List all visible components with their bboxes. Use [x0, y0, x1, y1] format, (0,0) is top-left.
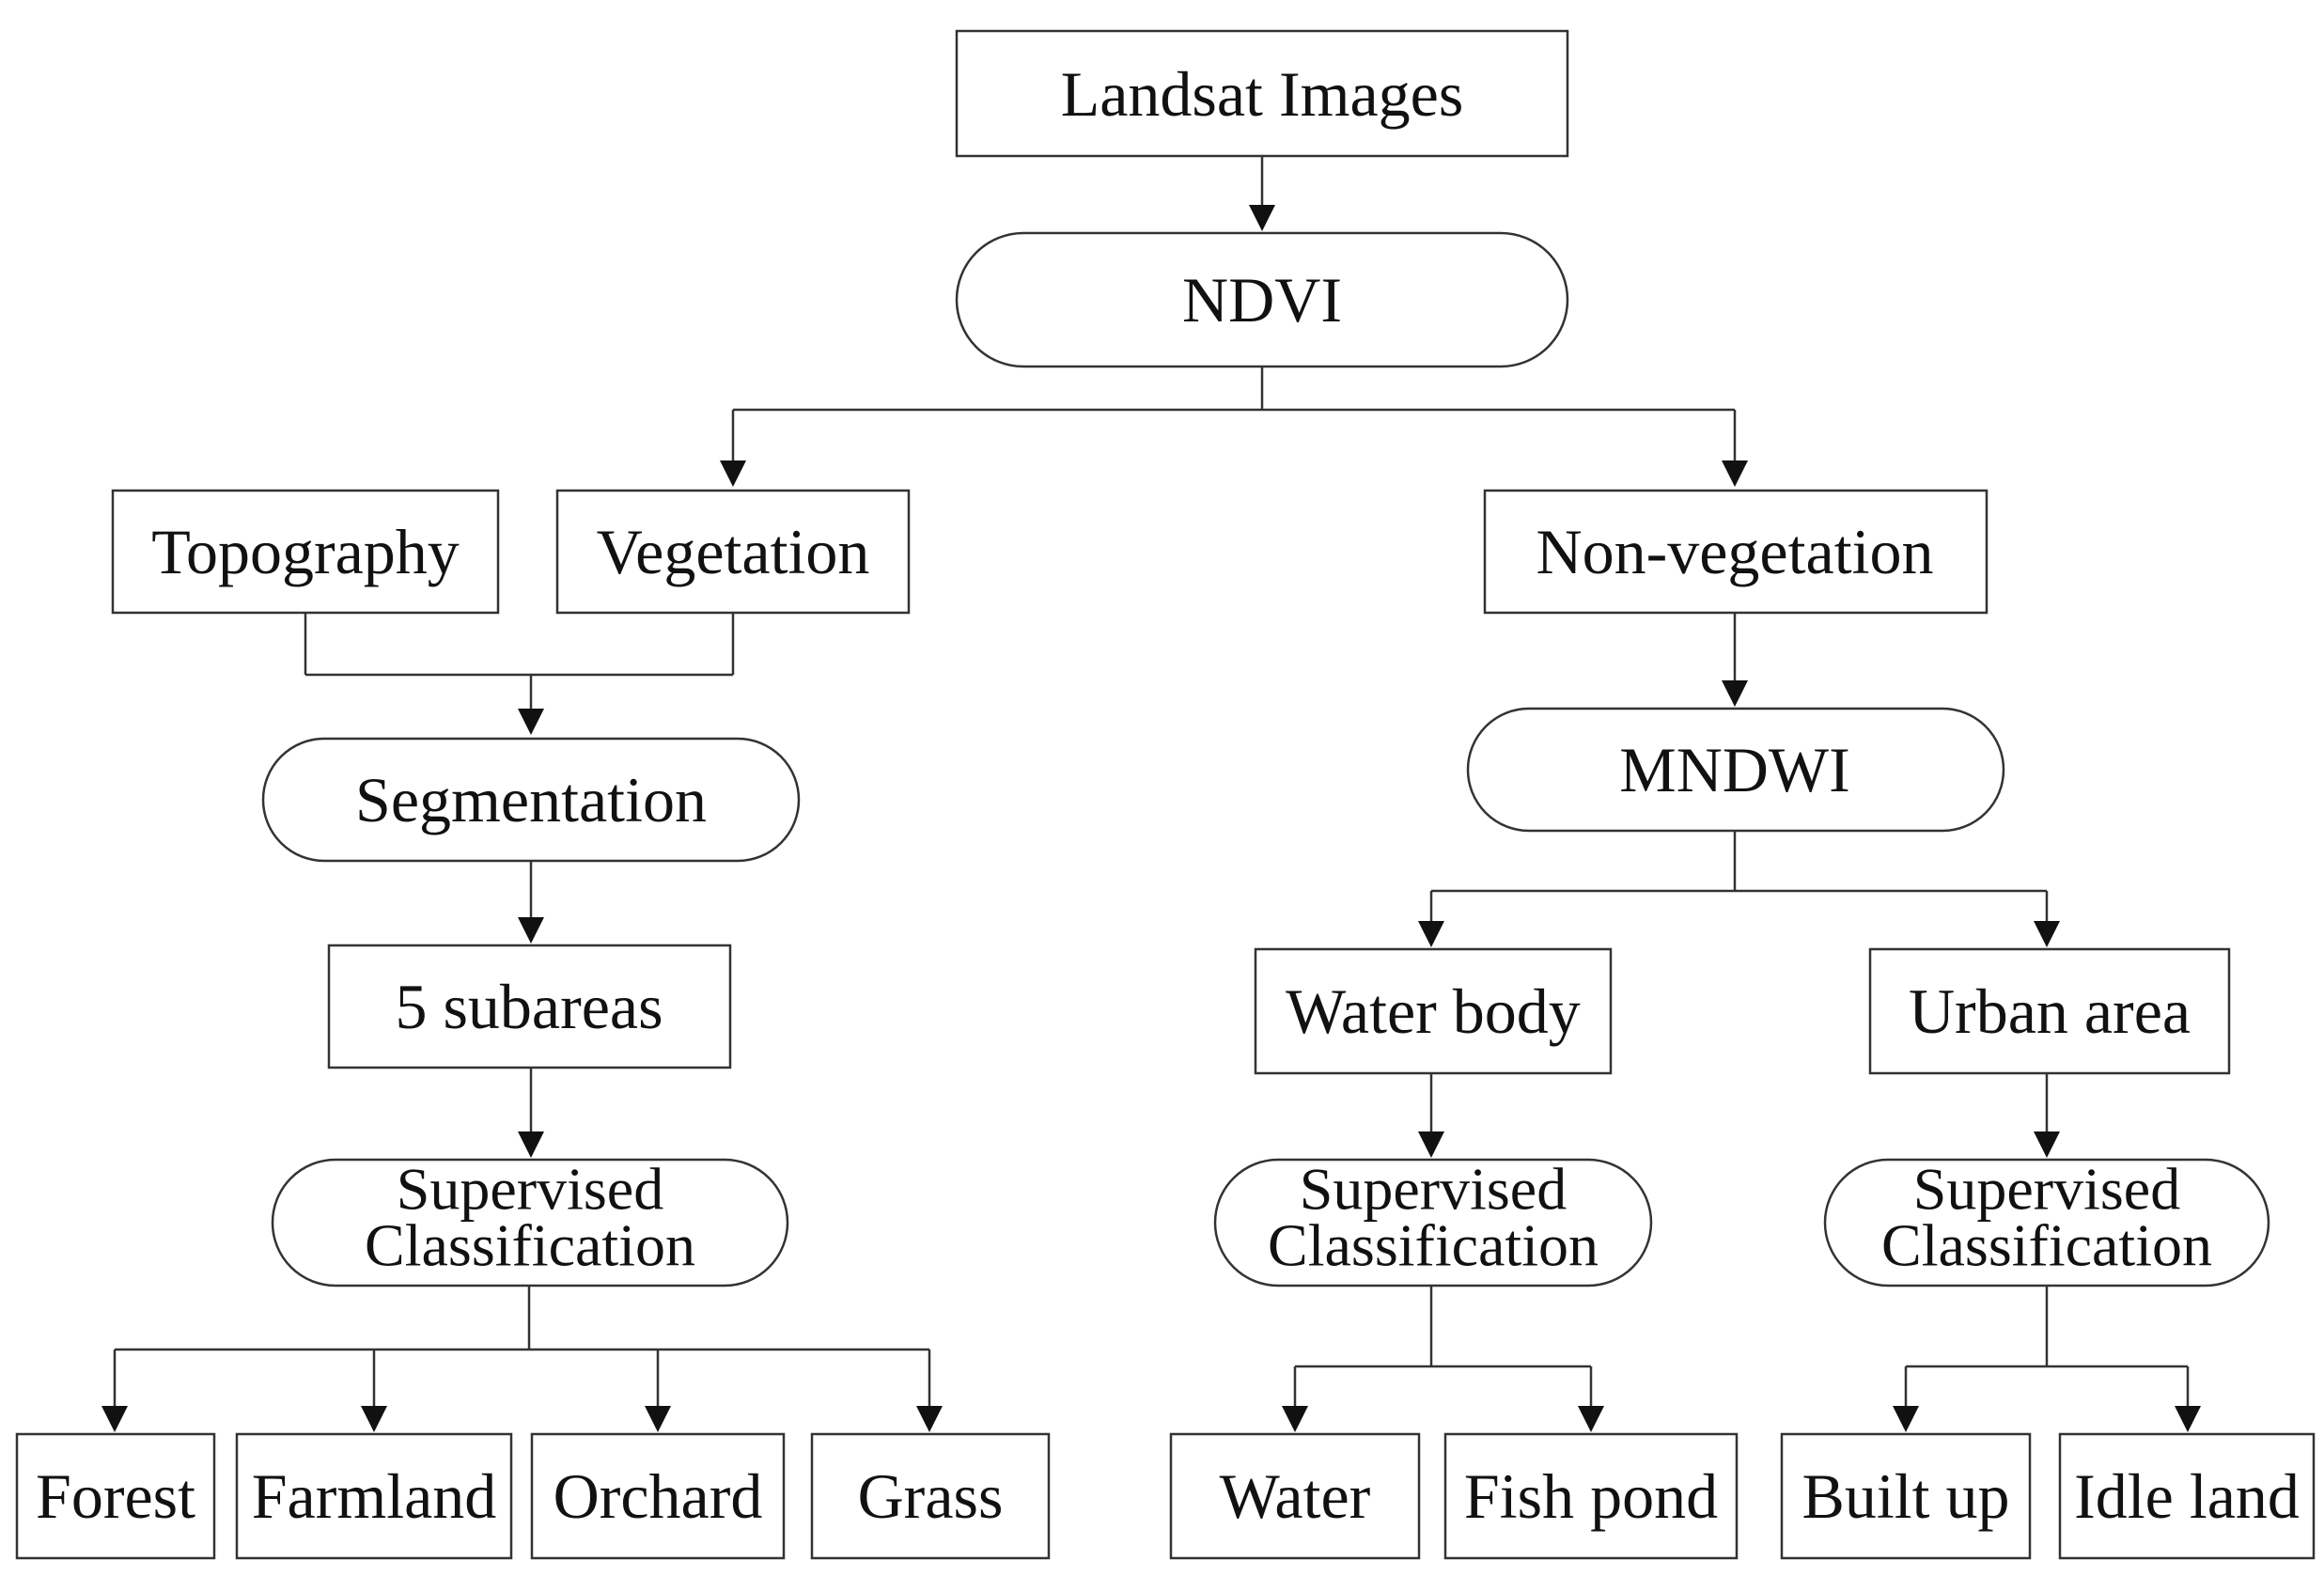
- arrowhead: [361, 1406, 387, 1432]
- connectors: [101, 156, 2201, 1432]
- node-label-line-1: Supervised: [1300, 1156, 1567, 1223]
- arrowhead: [2034, 1131, 2060, 1158]
- node-box: [2058, 1432, 2316, 1560]
- node-label: Farmland: [252, 1460, 497, 1532]
- arrowhead: [101, 1406, 128, 1432]
- node-box: [955, 29, 1569, 158]
- node-label: Landsat Images: [1061, 58, 1464, 130]
- node-non-vegetation: Non-vegetation: [1483, 489, 1989, 615]
- arrowhead: [720, 460, 746, 487]
- node-supervised-classification-mid: Supervised Classification: [1213, 1156, 1653, 1287]
- node-label-line-2: Classification: [1881, 1212, 2212, 1279]
- node-box: [1823, 1158, 2270, 1287]
- node-landsat-images: Landsat Images: [955, 29, 1569, 158]
- node-label: Grass: [858, 1460, 1004, 1532]
- node-label-line-1: Supervised: [1913, 1156, 2180, 1223]
- arrowhead: [1578, 1406, 1604, 1432]
- node-label: Forest: [36, 1460, 195, 1532]
- node-water: Water: [1169, 1432, 1421, 1560]
- node-box: [955, 231, 1569, 368]
- node-label: Water body: [1286, 975, 1581, 1047]
- node-label: Fish pond: [1464, 1460, 1718, 1532]
- node-box: [15, 1432, 216, 1560]
- node-label: Segmentation: [355, 764, 707, 835]
- node-box: [1483, 489, 1989, 615]
- arrowhead: [1282, 1406, 1308, 1432]
- node-label: Vegetation: [597, 516, 870, 587]
- node-label: Topography: [151, 516, 460, 587]
- node-segmentation: Segmentation: [261, 737, 801, 863]
- node-box: [530, 1432, 786, 1560]
- node-label: MNDWI: [1619, 734, 1850, 805]
- node-grass: Grass: [810, 1432, 1051, 1560]
- node-label: 5 subareas: [395, 971, 663, 1042]
- arrowhead: [518, 709, 544, 735]
- node-forest: Forest: [15, 1432, 216, 1560]
- node-box: [235, 1432, 513, 1560]
- node-box: [810, 1432, 1051, 1560]
- arrowhead: [1418, 1131, 1444, 1158]
- node-5-subareas: 5 subareas: [327, 944, 732, 1069]
- node-mndwi: MNDWI: [1466, 707, 2005, 833]
- arrowhead: [1418, 921, 1444, 947]
- node-box: [555, 489, 911, 615]
- node-urban-area: Urban area: [1868, 947, 2231, 1075]
- arrowhead: [2175, 1406, 2201, 1432]
- node-box: [271, 1158, 789, 1287]
- node-ndvi: NDVI: [955, 231, 1569, 368]
- node-label-line-1: Supervised: [397, 1156, 663, 1223]
- arrowhead: [518, 1131, 544, 1158]
- node-topography: Topography: [111, 489, 500, 615]
- node-vegetation: Vegetation: [555, 489, 911, 615]
- node-box: [261, 737, 801, 863]
- node-label: Urban area: [1909, 975, 2191, 1047]
- node-box: [1213, 1158, 1653, 1287]
- node-box: [1169, 1432, 1421, 1560]
- node-label: NDVI: [1182, 264, 1342, 335]
- arrowhead: [1893, 1406, 1919, 1432]
- node-supervised-classification-right: Supervised Classification: [1823, 1156, 2270, 1287]
- node-built-up: Built up: [1780, 1432, 2032, 1560]
- arrowhead: [1722, 460, 1748, 487]
- node-label: Built up: [1801, 1460, 2009, 1532]
- node-water-body: Water body: [1254, 947, 1613, 1075]
- node-label: Idle land: [2074, 1460, 2300, 1532]
- node-label: Non-vegetation: [1536, 516, 1934, 587]
- arrowhead: [2034, 921, 2060, 947]
- arrowhead: [645, 1406, 671, 1432]
- node-box: [1443, 1432, 1739, 1560]
- arrowhead: [518, 917, 544, 944]
- node-supervised-classification-left: Supervised Classification: [271, 1156, 789, 1287]
- node-label-line-2: Classification: [1268, 1212, 1599, 1279]
- node-box: [1254, 947, 1613, 1075]
- arrowhead: [916, 1406, 943, 1432]
- arrowhead: [1249, 205, 1275, 231]
- node-label: Orchard: [554, 1460, 763, 1532]
- node-fish-pond: Fish pond: [1443, 1432, 1739, 1560]
- node-farmland: Farmland: [235, 1432, 513, 1560]
- node-label-line-2: Classification: [365, 1212, 695, 1279]
- node-orchard: Orchard: [530, 1432, 786, 1560]
- node-box: [327, 944, 732, 1069]
- arrowhead: [1722, 680, 1748, 707]
- node-label: Water: [1220, 1460, 1371, 1532]
- node-box: [1780, 1432, 2032, 1560]
- node-idle-land: Idle land: [2058, 1432, 2316, 1560]
- node-box: [1868, 947, 2231, 1075]
- node-box: [111, 489, 500, 615]
- node-box: [1466, 707, 2005, 833]
